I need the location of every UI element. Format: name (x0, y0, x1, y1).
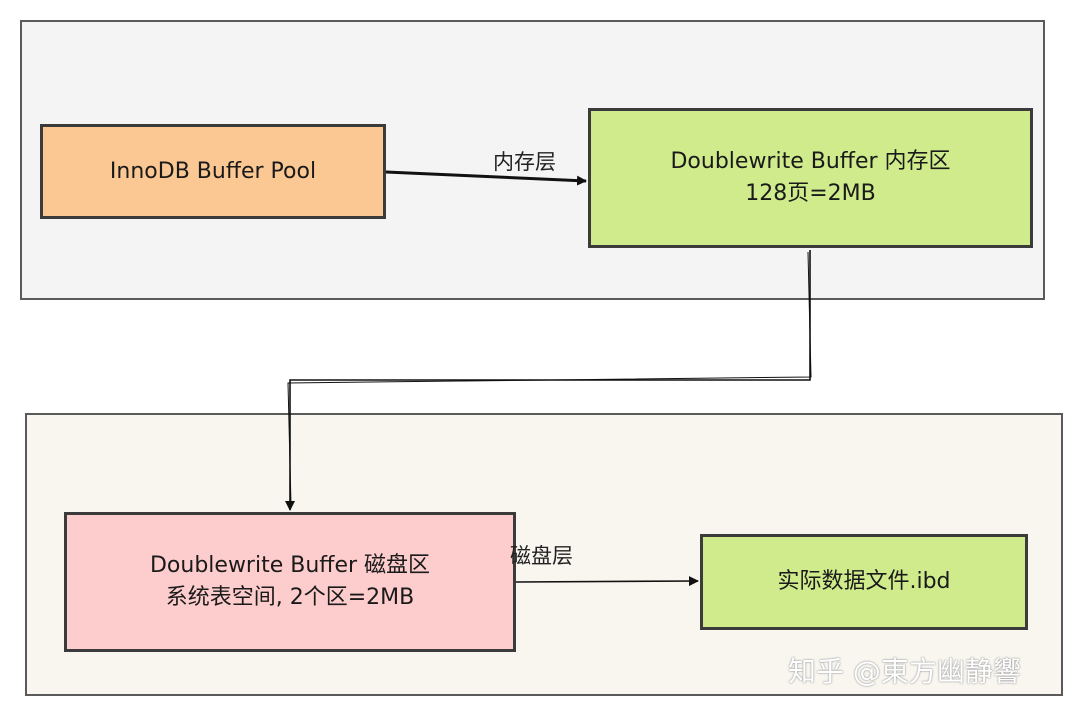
buffer-pool-node: InnoDB Buffer Pool (40, 124, 386, 219)
edge-dw-memory-to-dw-disk-sketch (287, 251, 812, 506)
doublewrite-memory-title: Doublewrite Buffer 内存区 (670, 149, 951, 174)
edge-bufferpool-to-dw-memory (385, 170, 587, 186)
watermark-text: 知乎 @東方幽静響 (788, 655, 1021, 688)
doublewrite-disk-title: Doublewrite Buffer 磁盘区 (149, 553, 431, 578)
doublewrite-memory-size: 128页=2MB (745, 181, 876, 206)
edge-dw-disk-to-datafile (515, 576, 699, 587)
doublewrite-disk-size: 系统表空间, 2个区=2MB (165, 585, 415, 610)
disk-layer-edge-label: 磁盘层 (510, 544, 573, 568)
data-file-label: 实际数据文件.ibd (777, 569, 951, 594)
memory-layer-edge-label: 内存层 (493, 150, 556, 174)
buffer-pool-label: InnoDB Buffer Pool (109, 158, 317, 184)
doublewrite-memory-node: Doublewrite Buffer 内存区 128页=2MB (588, 108, 1033, 248)
doublewrite-disk-node: Doublewrite Buffer 磁盘区 系统表空间, 2个区=2MB (64, 512, 516, 652)
data-file-node: 实际数据文件.ibd (700, 534, 1028, 630)
